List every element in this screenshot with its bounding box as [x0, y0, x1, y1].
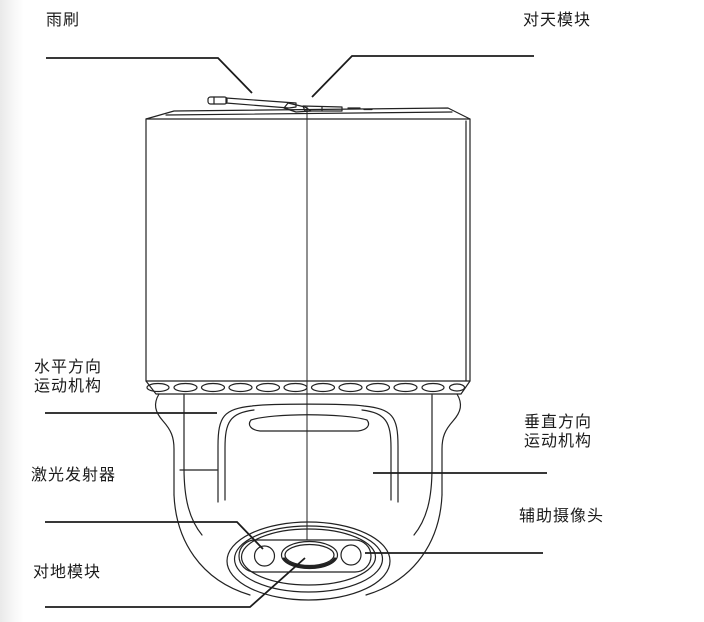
camera-head-drawing — [217, 403, 399, 503]
yoke-arms-drawing — [154, 393, 462, 536]
label-auxiliary-camera: 辅助摄像头 — [519, 508, 605, 525]
label-horizontal-mechanism: 水平方向 运动机构 — [34, 358, 102, 396]
dome-silhouette-drawing — [173, 494, 443, 596]
bottom-face-drawing — [226, 521, 391, 601]
laser-emitter-aperture — [253, 545, 276, 567]
leader-wiper — [46, 57, 253, 94]
optics-plate — [238, 539, 372, 573]
label-laser-emitter: 激光发射器 — [31, 467, 117, 484]
label-vertical-mechanism-line1: 垂直方向 — [524, 414, 593, 431]
leader-ground-module — [45, 557, 306, 608]
label-vertical-mechanism-line2: 运动机构 — [524, 433, 593, 450]
label-vertical-mechanism: 垂直方向 运动机构 — [524, 413, 592, 451]
top-plate-drawing — [145, 107, 471, 120]
vent-flange-drawing — [145, 380, 471, 395]
label-horizontal-mechanism-line2: 运动机构 — [34, 378, 103, 395]
body-drawing — [145, 106, 471, 541]
leader-lines — [45, 55, 547, 608]
label-sky-module: 对天模块 — [523, 12, 592, 29]
wiper-drawing — [207, 96, 373, 113]
label-wiper: 雨刷 — [46, 12, 81, 29]
label-horizontal-mechanism-line1: 水平方向 — [34, 359, 103, 376]
label-ground-module: 对地模块 — [33, 564, 102, 581]
auxiliary-camera-aperture — [340, 544, 362, 566]
leader-laser-emitter — [45, 521, 264, 550]
leader-sky-module — [311, 55, 534, 98]
